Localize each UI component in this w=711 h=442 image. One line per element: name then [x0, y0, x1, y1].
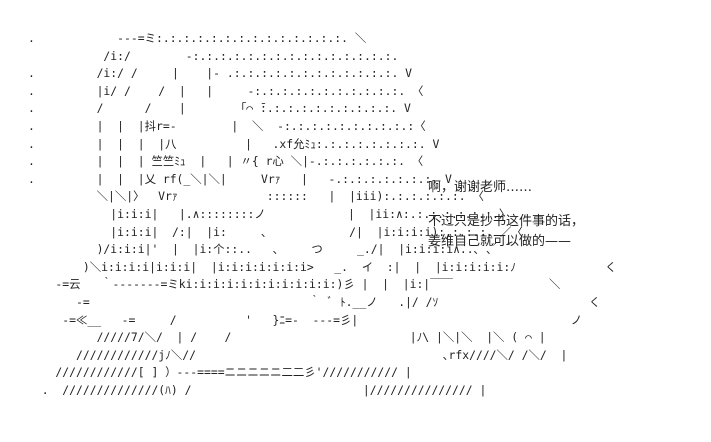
- ascii-art-line: -=云 ｀-------=ミki:i:i:i:i:i:i:i:i:i:i:)彡 …: [28, 277, 561, 292]
- ascii-art-line: . | | | 竺竺ﾐｭ | | 〃{ r心 ＼|-.:.:.:.:.:.:. …: [28, 154, 424, 169]
- ascii-art-line: ＼|＼|〉 Vrｧ :::::: | |iii):.:.:.:.:.:. 〈: [28, 189, 484, 204]
- dialogue-block: 啊，谢谢老师…… 不过只是抄书这件事的话， 姜维自己就可以做的——: [428, 178, 698, 252]
- ascii-art-line: . |i/ / / | | -:.:.:.:.:.:.:.:.:.:.:. 〈: [28, 83, 424, 98]
- ascii-art-line: -=≪__ -= / ' }ﾆ=- ---=彡| ノ: [28, 312, 583, 327]
- dialogue-line-copying: 不过只是抄书这件事的话，: [428, 214, 585, 229]
- ascii-art-line: -= ｀ ﾞ ﾄ.__ノ .|/ /ｿ く: [28, 294, 601, 309]
- ascii-art-line: |i:i:i| /:| |i: ､ /| |i:i:i:i):.:.:.:. ／…: [28, 224, 523, 239]
- ascii-art-line: . | | |乂 rf(_＼|＼| Vrｧ | -.:.:.:.:.:.:.:.…: [28, 171, 452, 186]
- ascii-art-line: )/i:i:i|' | |i:个::.. 、 つ _./| |i:i:i:i∧.…: [28, 242, 505, 257]
- ascii-art-line: . //////////////(ﾊ) / |/////////////// |: [28, 382, 487, 397]
- ascii-art-line: . | | |抖r=- | ＼ -:.:.:.:.:.:.:.:.:.:〈: [28, 118, 426, 133]
- dialogue-line-thanks: 啊，谢谢老师……: [428, 180, 533, 195]
- ascii-art-line: /i:/ -:.:.:.:.:.:.:.:.:.:.:.:.:.:.:.: [28, 48, 399, 63]
- ascii-art-line: |i:i:i| |.∧::::::::ノ | |ii:∧:.:.:.:.:.:.…: [28, 206, 511, 221]
- dialogue-line-jiang-wei: 姜维自己就可以做的——: [428, 234, 572, 249]
- ascii-art-line: . / / | ｢⌒ ̄:.:.:.:.:.:.:.:.:.:. V: [28, 101, 411, 116]
- ascii-art-figure: . ---=ミ:.:.:.:.:.:.:.:.:.:.:.:.:.:. ＼ /i…: [28, 30, 617, 399]
- ascii-art-line: ////////////[ ] ）---====ニニニニニ二二彡'///////…: [28, 365, 412, 380]
- dialogue-spacer: [428, 198, 698, 212]
- ascii-art-line: . | | | |八 | .xf允ﾐｭ:.:.:.:.:.:.:.:. V: [28, 136, 440, 151]
- ascii-art-line: . ---=ミ:.:.:.:.:.:.:.:.:.:.:.:.:.:. ＼: [28, 31, 367, 45]
- ascii-art-line: . /i:/ / | |- .:.:.:.:.:.:.:.:.:.:.:.:. …: [28, 66, 413, 81]
- ascii-art-line: ////////////jﾉ＼// ､rfx////＼/ /＼/ |: [28, 347, 568, 362]
- ascii-art-line: /////7/＼/ | / / |ﾉ\ |＼|＼ |＼ ( ⌒ |: [28, 330, 546, 345]
- ascii-art-line: )＼i:i:i:i|i:i:i| |i:i:i:i:i:i:i> _. イ :|…: [28, 259, 617, 274]
